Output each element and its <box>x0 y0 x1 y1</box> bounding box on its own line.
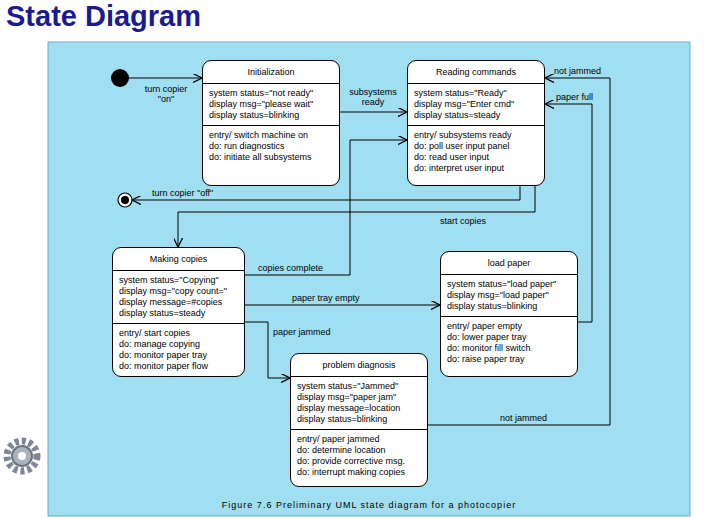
state-name: Reading commands <box>408 61 544 84</box>
state-box: load papersystem status="load paper"disp… <box>440 251 578 377</box>
state-title: load paper <box>446 258 572 269</box>
state-line: display message=#copies <box>119 297 238 308</box>
state-line: display message=location <box>297 403 421 414</box>
final-state <box>118 193 132 207</box>
state-compartment: system status="Ready"display msg="Enter … <box>408 84 544 126</box>
transition-label: subsystems ready <box>344 87 402 107</box>
transition-label: not jammed <box>500 413 547 423</box>
state-line: do: manage copying <box>119 339 238 350</box>
state-box: Making copiessystem status="Copying"disp… <box>112 247 245 377</box>
state-compartment: entry/ start copiesdo: manage copyingdo:… <box>113 324 244 376</box>
state-line: do: poll user input panel <box>414 141 538 152</box>
state-line: do: monitor paper flow <box>119 361 238 372</box>
state-title: problem diagnosis <box>296 360 422 371</box>
state-line: entry/ start copies <box>119 328 238 339</box>
state-line: do: determine location <box>297 445 421 456</box>
state-line: do: read user input <box>414 152 538 163</box>
figure-caption: Figure 7.6 Preliminary UML state diagram… <box>48 500 690 510</box>
state-name: problem diagnosis <box>291 354 427 377</box>
state-line: display status=blinking <box>447 301 571 312</box>
state-title: Initialization <box>208 67 334 78</box>
state-line: do: interpret user input <box>414 163 538 174</box>
transition-label: copies complete <box>258 263 323 273</box>
state-compartment: system status="Copying"display msg="copy… <box>113 271 244 324</box>
state-name: load paper <box>441 252 577 275</box>
state-line: system status="not ready" <box>209 88 333 99</box>
state-compartment: entry/ switch machine ondo: run diagnost… <box>203 126 339 185</box>
state-line: display status=blinking <box>297 414 421 425</box>
state-line: display msg="please wait" <box>209 99 333 110</box>
state-line: display msg="load paper" <box>447 290 571 301</box>
initial-state <box>111 69 129 87</box>
state-compartment: system status="load paper"display msg="l… <box>441 275 577 317</box>
state-line: display status=steady <box>414 110 538 121</box>
state-line: display msg="Enter cmd" <box>414 99 538 110</box>
state-line: entry/ subsystems ready <box>414 130 538 141</box>
transition-label: turn copier "off" <box>152 188 213 198</box>
gear-icon <box>7 441 37 471</box>
state-line: do: monitor paper tray <box>119 350 238 361</box>
state-compartment: entry/ subsystems readydo: poll user inp… <box>408 126 544 185</box>
transition-label: start copies <box>440 216 486 226</box>
state-line: do: lower paper tray <box>447 332 571 343</box>
page-title: State Diagram <box>6 0 201 33</box>
initial-transition <box>129 78 202 79</box>
state-line: system status="Copying" <box>119 275 238 286</box>
state-line: do: monitor fill switch <box>447 343 571 354</box>
state-title: Reading commands <box>413 67 539 78</box>
state-line: do: initiate all subsystems <box>209 152 333 163</box>
state-line: display status=steady <box>119 308 238 319</box>
transition-label: paper full <box>556 92 593 102</box>
state-box: Reading commandssystem status="Ready"dis… <box>407 60 545 186</box>
state-compartment: system status="not ready"display msg="pl… <box>203 84 339 126</box>
transition-label: turn copier "on" <box>138 84 194 104</box>
state-line: entry/ paper jammed <box>297 434 421 445</box>
transition-label: not jammed <box>554 66 601 76</box>
state-line: system status="load paper" <box>447 279 571 290</box>
state-line: display msg="copy count=" <box>119 286 238 297</box>
background-panel <box>48 42 690 516</box>
state-line: system status="Ready" <box>414 88 538 99</box>
state-title: Making copies <box>118 254 239 265</box>
state-line: display msg="paper jam" <box>297 392 421 403</box>
state-line: entry/ paper empty <box>447 321 571 332</box>
state-line: system status="Jammed" <box>297 381 421 392</box>
state-line: do: raise paper tray <box>447 354 571 365</box>
state-compartment: entry/ paper emptydo: lower paper traydo… <box>441 317 577 376</box>
final-transition <box>132 186 520 200</box>
transition-arrow <box>178 186 535 247</box>
state-line: do: run diagnostics <box>209 141 333 152</box>
state-name: Making copies <box>113 248 244 271</box>
transition-arrow <box>340 112 407 113</box>
state-box: problem diagnosissystem status="Jammed"d… <box>290 353 428 487</box>
transition-arrow <box>245 305 440 306</box>
state-compartment: entry/ paper jammeddo: determine locatio… <box>291 430 427 486</box>
state-line: do: provide corrective msg. <box>297 456 421 467</box>
state-name: Initialization <box>203 61 339 84</box>
state-line: entry/ switch machine on <box>209 130 333 141</box>
state-line: do: interrupt making copies <box>297 467 421 478</box>
state-compartment: system status="Jammed"display msg="paper… <box>291 377 427 430</box>
state-line: display status=blinking <box>209 110 333 121</box>
state-box: Initializationsystem status="not ready"d… <box>202 60 340 186</box>
transition-label: paper jammed <box>273 327 331 337</box>
transition-label: paper tray empty <box>292 293 360 303</box>
